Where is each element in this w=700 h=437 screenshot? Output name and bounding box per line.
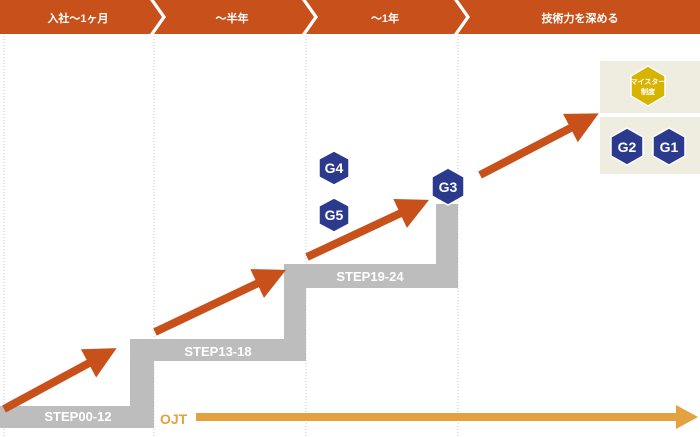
phase-chevron-2 bbox=[154, 0, 314, 34]
phase-label-1: 入社〜1ヶ月 bbox=[47, 11, 108, 25]
ojt-arrow: OJT bbox=[160, 405, 698, 429]
step-label-1: STEP00-12 bbox=[44, 409, 111, 424]
step-label-3: STEP19-24 bbox=[336, 269, 404, 284]
ojt-arrow-shaft bbox=[196, 413, 678, 421]
phase-chevron-1 bbox=[0, 0, 162, 34]
progress-arrow bbox=[478, 113, 599, 179]
meister-label-line1: マイスター bbox=[631, 77, 666, 86]
grade-label-g2: G2 bbox=[618, 139, 637, 155]
phase-chevron-4 bbox=[458, 0, 700, 34]
ojt-arrow-head bbox=[676, 405, 698, 429]
grade-badge-g4: G4 bbox=[318, 150, 350, 186]
progress-arrow bbox=[2, 348, 117, 413]
grade-label-g4: G4 bbox=[325, 160, 344, 176]
progress-arrow bbox=[305, 198, 430, 261]
header-bar: 入社〜1ヶ月 〜半年 〜1年 技術力を深める bbox=[0, 0, 700, 34]
meister-badge: マイスター 制度 bbox=[630, 65, 666, 107]
grade-badge-g2: G2 bbox=[610, 127, 644, 166]
phase-dividers bbox=[3, 36, 459, 437]
grade-label-g5: G5 bbox=[325, 207, 344, 223]
meister-panel: マイスター 制度 G2 G1 bbox=[600, 61, 700, 174]
grade-label-g1: G1 bbox=[660, 139, 679, 155]
meister-label-line2: 制度 bbox=[641, 87, 656, 96]
step-label-2: STEP13-18 bbox=[184, 344, 251, 359]
phase-label-4: 技術力を深める bbox=[542, 11, 619, 25]
grade-label-g3: G3 bbox=[439, 179, 458, 195]
phase-label-3: 〜1年 bbox=[371, 11, 399, 25]
staircase bbox=[0, 204, 458, 428]
progress-arrow bbox=[153, 269, 287, 336]
progress-arrows bbox=[2, 113, 599, 413]
phase-chevron-3 bbox=[306, 0, 466, 34]
phase-label-2: 〜半年 bbox=[216, 11, 249, 25]
ojt-label: OJT bbox=[160, 411, 188, 427]
grade-badge-g3: G3 bbox=[431, 167, 465, 206]
grade-badge-g5: G5 bbox=[318, 197, 350, 233]
grade-badge-g1: G1 bbox=[652, 127, 686, 166]
